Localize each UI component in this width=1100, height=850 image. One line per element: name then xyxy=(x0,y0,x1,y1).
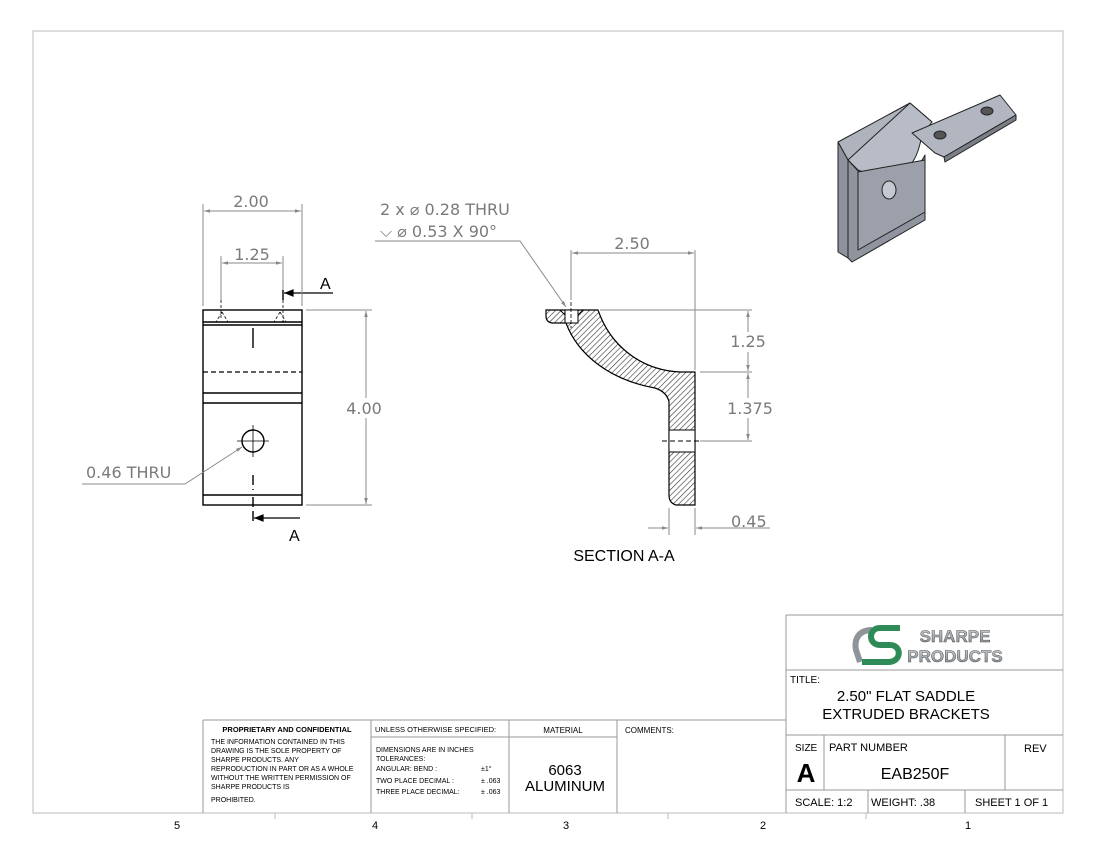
dim-hole: 1.375 xyxy=(727,399,773,418)
proprietary-line: REPRODUCTION IN PART OR AS A WHOLE xyxy=(211,766,354,773)
weight: WEIGHT: .38 xyxy=(871,797,935,809)
hole-callout-line1: 2 x ⌀ 0.28 THRU xyxy=(380,200,510,219)
proprietary-header: PROPRIETARY AND CONFIDENTIAL xyxy=(222,725,352,734)
company-logo: SHARPE PRODUCTS xyxy=(852,625,1003,666)
zone-3: 3 xyxy=(563,820,569,832)
hole-callout-line2: ⌵ ⌀ 0.53 X 90° xyxy=(380,222,497,241)
proprietary-line: SHARPE PRODUCTS. ANY xyxy=(211,757,299,764)
hole-callout: 0.46 THRU xyxy=(86,463,171,482)
title-label: TITLE: xyxy=(790,675,820,686)
dim-thickness: 0.45 xyxy=(731,512,767,531)
size-value: A xyxy=(797,758,816,788)
proprietary-line: THE INFORMATION CONTAINED IN THIS xyxy=(211,739,345,746)
zone-1: 1 xyxy=(965,820,971,832)
dim-hole-spacing: 1.25 xyxy=(234,245,270,264)
section-label-bottom: A xyxy=(289,528,300,545)
dim-depth: 2.50 xyxy=(614,234,650,253)
size-label: SIZE xyxy=(795,743,818,754)
tolerance-line: TOLERANCES: xyxy=(376,756,425,763)
part-number: EAB250F xyxy=(881,766,950,783)
title-block-right: SHARPE PRODUCTS TITLE: 2.50" FLAT SADDLE… xyxy=(785,614,1063,813)
section-label-top: A xyxy=(320,276,331,293)
tolerance-label: THREE PLACE DECIMAL: xyxy=(376,789,460,796)
rev-label: REV xyxy=(1024,743,1047,755)
tolerance-value: ±1° xyxy=(481,765,492,773)
sheet-border xyxy=(32,30,1064,814)
logo-text: PRODUCTS xyxy=(907,647,1002,666)
part-number-label: PART NUMBER xyxy=(829,742,908,754)
proprietary-line: SHARPE PRODUCTS IS xyxy=(211,784,290,791)
proprietary-line: DRAWING IS THE SOLE PROPERTY OF xyxy=(211,748,341,755)
title-line-2: EXTRUDED BRACKETS xyxy=(822,706,990,723)
title-block-left: PROPRIETARY AND CONFIDENTIAL THE INFORMA… xyxy=(202,719,786,813)
tolerance-label: TWO PLACE DECIMAL : xyxy=(376,778,454,785)
section-view: 2.50 1.25 1.375 0.45 2 x ⌀ 0.28 THRU ⌵ ⌀… xyxy=(375,200,774,565)
material-header: MATERIAL xyxy=(543,726,583,735)
tolerance-label: ANGULAR: BEND : xyxy=(376,766,437,773)
front-view: A A 2.00 1.25 4.00 0.46 THRU xyxy=(82,192,385,545)
proprietary-line: WITHOUT THE WRITTEN PERMISSION OF xyxy=(211,775,351,782)
logo-text: SHARPE xyxy=(920,627,991,646)
section-profile xyxy=(545,309,696,506)
comments-header: COMMENTS: xyxy=(625,726,674,735)
unless-header: UNLESS OTHERWISE SPECIFIED: xyxy=(375,725,496,734)
isometric-view xyxy=(837,94,1017,263)
zone-markers: 5 4 3 2 1 xyxy=(174,813,971,832)
zone-5: 5 xyxy=(174,820,180,832)
section-title: SECTION A-A xyxy=(573,548,675,565)
material-name: ALUMINUM xyxy=(525,778,605,795)
material-grade: 6063 xyxy=(548,762,581,779)
proprietary-line: PROHIBITED. xyxy=(211,797,256,804)
dim-height: 4.00 xyxy=(346,399,382,418)
dim-width: 2.00 xyxy=(233,192,269,211)
scale: SCALE: 1:2 xyxy=(795,797,852,809)
title-line-1: 2.50" FLAT SADDLE xyxy=(837,688,975,705)
tolerance-value: ± .063 xyxy=(481,778,501,785)
dim-upper: 1.25 xyxy=(730,332,766,351)
zone-4: 4 xyxy=(372,820,378,832)
tolerance-value: ± .063 xyxy=(481,789,501,796)
tolerance-line: DIMENSIONS ARE IN INCHES xyxy=(376,747,474,754)
zone-2: 2 xyxy=(760,820,766,832)
sheet-number: SHEET 1 OF 1 xyxy=(975,797,1048,809)
